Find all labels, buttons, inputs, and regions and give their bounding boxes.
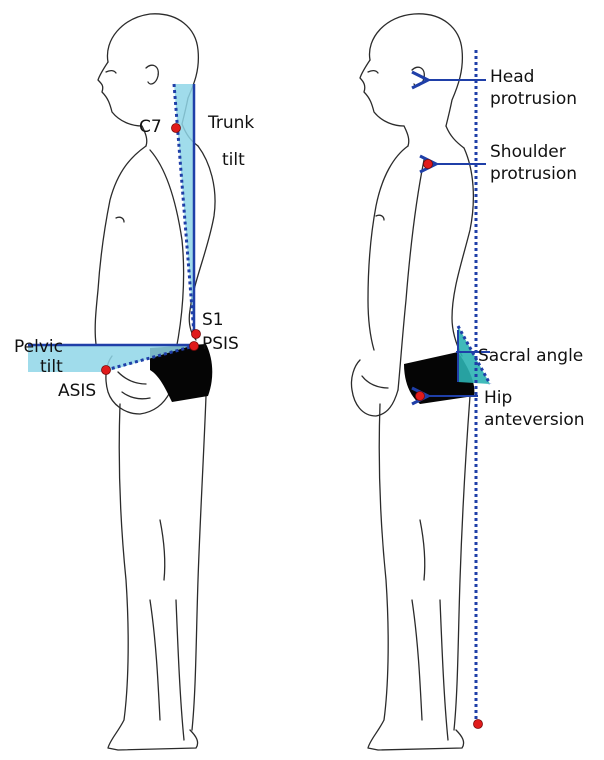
hip-label: Hip	[484, 388, 512, 408]
pelvic-tilt-label: tilt	[40, 357, 63, 377]
psis-label: PSIS	[202, 334, 239, 354]
shoulder-protrusion-label: protrusion	[490, 164, 577, 184]
left-measure-lines	[28, 84, 194, 370]
shoulder-marker	[424, 160, 433, 169]
psis-marker	[190, 342, 199, 351]
s1-marker	[192, 330, 201, 339]
c7-label: C7	[139, 117, 162, 137]
asis-label: ASIS	[58, 381, 96, 401]
s1-label: S1	[202, 310, 224, 330]
pelvic-label: Pelvic	[14, 337, 63, 357]
head-protrusion-label: protrusion	[490, 89, 577, 109]
trunk-tilt-label: tilt	[222, 150, 245, 170]
head-label: Head	[490, 67, 534, 87]
shoulder-label: Shoulder	[490, 142, 566, 162]
trunk-label: Trunk	[208, 113, 254, 133]
asis-marker	[102, 366, 111, 375]
hip-marker	[416, 392, 425, 401]
ankle-marker	[474, 720, 483, 729]
sacral-angle-label: Sacral angle	[478, 346, 583, 366]
hip-anteversion-label: anteversion	[484, 410, 585, 430]
c7-marker	[172, 124, 181, 133]
